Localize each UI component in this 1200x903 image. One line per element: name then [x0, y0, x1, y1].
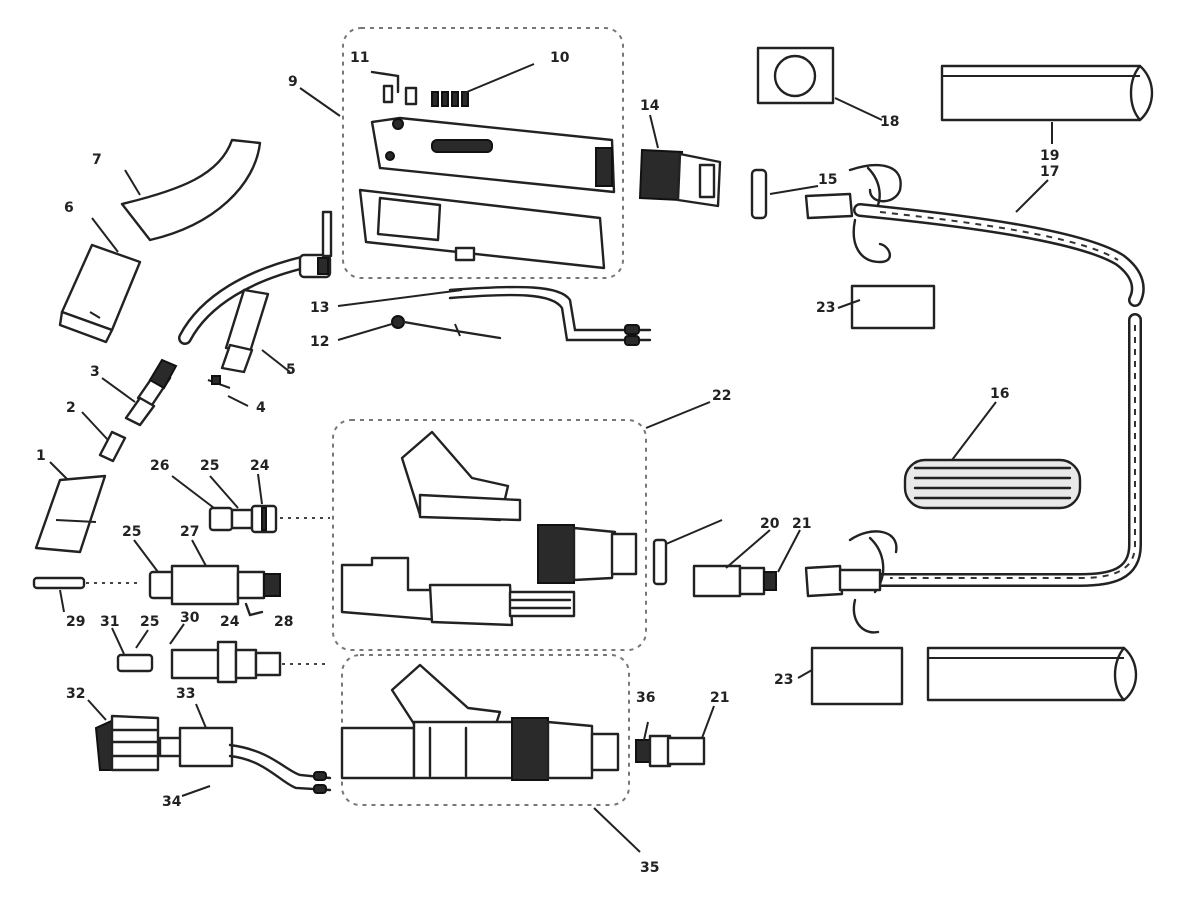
part-rear-nut	[94, 714, 160, 772]
label-4: 4	[256, 400, 266, 416]
label-25-middle: 25	[122, 524, 141, 540]
part-cable-cover-bottom	[926, 646, 1138, 702]
part-cable-assembly-bottom	[804, 530, 898, 634]
label-31: 31	[100, 614, 119, 630]
part-nozzle-tip	[58, 243, 142, 344]
handle-assembly-group-box	[342, 27, 624, 279]
part-rear-contact	[635, 734, 672, 768]
part-connector-row-c	[116, 640, 330, 684]
label-14: 14	[640, 98, 660, 114]
part-rear-adapter	[158, 726, 332, 794]
label-34: 34	[162, 794, 182, 810]
part-handle-lower	[358, 188, 606, 270]
leader-lines	[49, 63, 1053, 853]
part-adapter-nut	[537, 524, 638, 584]
part-screw	[207, 375, 231, 389]
label-23-upper: 23	[816, 300, 835, 316]
part-adapter-cover	[400, 430, 522, 522]
label-19: 19	[1040, 148, 1059, 164]
part-spring-guard	[903, 458, 1082, 510]
label-11: 11	[350, 50, 369, 66]
label-36: 36	[636, 690, 655, 706]
label-28: 28	[274, 614, 293, 630]
label-3: 3	[90, 364, 100, 380]
label-6: 6	[64, 200, 74, 216]
label-1: 1	[36, 448, 46, 464]
part-power-pin	[692, 564, 777, 598]
label-21-lower: 21	[710, 690, 729, 706]
part-diffuser	[124, 358, 178, 427]
label-24-lower: 24	[220, 614, 240, 630]
part-adapter-body	[340, 556, 576, 627]
label-12: 12	[310, 334, 329, 350]
part-insulator	[34, 474, 107, 554]
part-connector-27	[148, 564, 281, 617]
part-number-labels: 1 2 3 4 5 6 7 9 10 11 12 13 14 15 16 17 …	[36, 50, 1059, 876]
label-17: 17	[1040, 164, 1059, 180]
label-2: 2	[66, 400, 76, 416]
label-9: 9	[288, 74, 298, 90]
part-handle-nut	[638, 148, 722, 208]
part-handle-upper	[370, 116, 616, 194]
part-nozzle	[120, 138, 262, 242]
part-cable-run	[873, 313, 1142, 587]
part-rear-tip	[666, 736, 706, 766]
label-22: 22	[712, 388, 731, 404]
part-tag-upper	[850, 284, 936, 330]
label-25-upper: 25	[200, 458, 219, 474]
part-control-cable	[448, 285, 652, 346]
part-liner-clip	[220, 288, 270, 374]
part-tag-lower	[810, 646, 904, 706]
part-liner-tube	[32, 576, 140, 590]
label-15: 15	[818, 172, 837, 188]
label-35: 35	[640, 860, 659, 876]
label-29: 29	[66, 614, 85, 630]
part-switch-lead	[391, 315, 502, 340]
part-trigger	[370, 70, 418, 106]
label-23-lower: 23	[774, 672, 793, 688]
label-33: 33	[176, 686, 195, 702]
label-25-lower: 25	[140, 614, 159, 630]
label-18: 18	[880, 114, 899, 130]
part-connector-row-a	[208, 504, 330, 534]
adapter-assembly-group-box	[332, 419, 647, 651]
label-21-upper: 21	[792, 516, 811, 532]
part-pin-mid	[652, 538, 668, 586]
label-16: 16	[990, 386, 1009, 402]
label-24-upper: 24	[250, 458, 270, 474]
label-10: 10	[550, 50, 570, 66]
part-cable-assembly-top	[804, 163, 1145, 307]
label-5: 5	[286, 362, 296, 378]
label-13: 13	[310, 300, 329, 316]
part-gooseneck	[178, 210, 333, 345]
part-rear-connector-assembly	[340, 663, 620, 781]
label-30: 30	[180, 610, 200, 626]
part-label	[756, 46, 835, 105]
label-20: 20	[760, 516, 780, 532]
label-27: 27	[180, 524, 199, 540]
part-cable-cover-top	[940, 64, 1154, 122]
part-pin-15	[750, 168, 768, 220]
label-7: 7	[92, 152, 102, 168]
label-26: 26	[150, 458, 169, 474]
label-32: 32	[66, 686, 85, 702]
